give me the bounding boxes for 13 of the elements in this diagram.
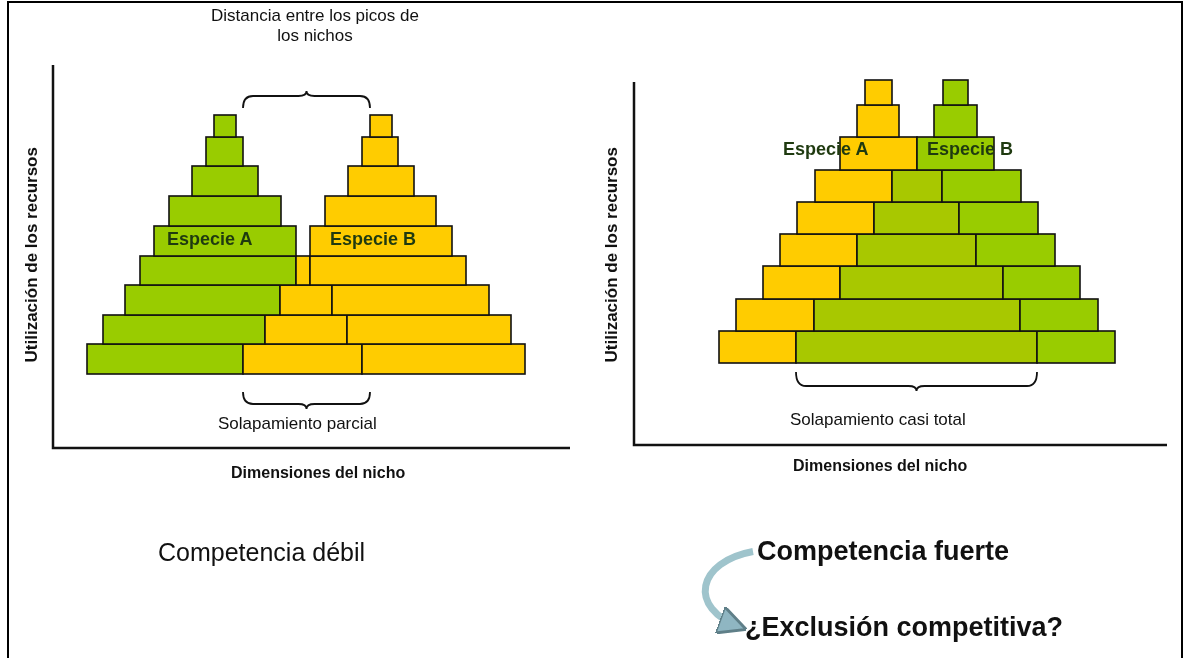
curved-arrow (701, 548, 754, 633)
panel-title: Competencia débil (158, 538, 366, 567)
axis-label: Dimensiones del nicho (793, 457, 968, 476)
annotation-text: Solapamiento parcial (218, 414, 377, 434)
axis-label: Dimensiones del nicho (231, 464, 406, 483)
species-label: Especie B (330, 229, 417, 250)
annotation-text: Distancia entre los picos de los nichos (210, 6, 420, 46)
conclusion-text: ¿Exclusión competitiva? (745, 612, 1064, 644)
axis-label: Utilización de los recursos (22, 146, 42, 365)
annotation-text: Solapamiento casi total (790, 410, 966, 430)
conclusion-text: Competencia fuerte (757, 536, 1010, 568)
axis-label: Utilización de los recursos (602, 146, 622, 365)
species-label: Especie A (167, 229, 253, 250)
